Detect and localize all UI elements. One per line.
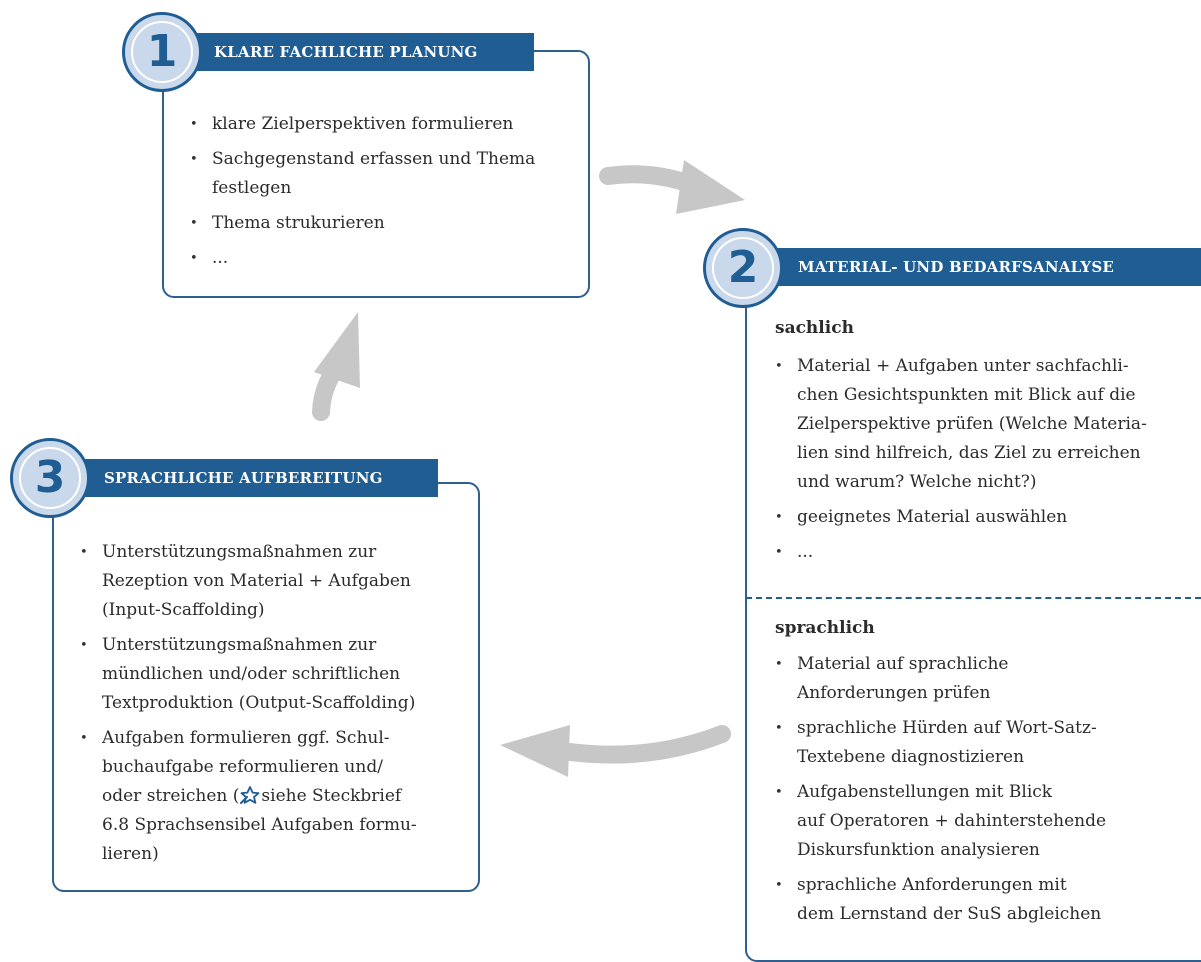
section-divider [746,597,1201,599]
list-item: geeignetes Material auswählen [775,503,1195,532]
ref-link[interactable]: siehe Steckbrief [261,786,402,806]
list-item: sprachliche Hürden auf Wort-Satz-Textebe… [775,714,1195,772]
list-item: Aufgaben formulieren ggf. Schul- buchauf… [80,724,470,869]
step2-title: MATERIAL- UND BEDARFSANALYSE [798,258,1115,276]
sachlich-heading: sachlich [775,318,854,338]
pin-star-icon [240,786,260,804]
arrow-3-to-1 [312,312,360,421]
step3-list: Unterstützungsmaßnahmen zur Rezeption vo… [80,538,470,875]
step1-list: klare Zielperspektiven formulieren Sachg… [190,110,580,279]
step2-header: MATERIAL- UND BEDARFSANALYSE [772,248,1201,286]
step3-number: 3 [34,452,66,503]
list-item: ... [190,244,580,273]
arrow-2-to-3 [500,725,731,777]
step1-number-badge: 1 [122,12,202,92]
list-item: Thema strukurieren [190,209,580,238]
step1-number: 1 [146,26,178,77]
list-item: Sachgegenstand erfassen und Themafestleg… [190,145,580,203]
step2-number: 2 [727,242,759,293]
step3-title: SPRACHLICHE AUFBEREITUNG [104,469,383,487]
list-item: ... [775,538,1195,567]
sachlich-list: Material + Aufgaben unter sachfachli- ch… [775,352,1195,573]
list-item: klare Zielperspektiven formulieren [190,110,580,139]
step3-header: SPRACHLICHE AUFBEREITUNG [80,459,438,497]
list-item: Unterstützungsmaßnahmen zur mündlichen u… [80,631,470,718]
step3-number-badge: 3 [10,438,90,518]
sprachlich-heading: sprachlich [775,618,875,638]
step2-number-badge: 2 [703,228,783,308]
list-item: Unterstützungsmaßnahmen zur Rezeption vo… [80,538,470,625]
step1-title: KLARE FACHLICHE PLANUNG [214,43,478,61]
list-item: Material + Aufgaben unter sachfachli- ch… [775,352,1195,497]
step1-header: KLARE FACHLICHE PLANUNG [190,33,534,71]
arrow-1-to-2 [599,160,745,214]
